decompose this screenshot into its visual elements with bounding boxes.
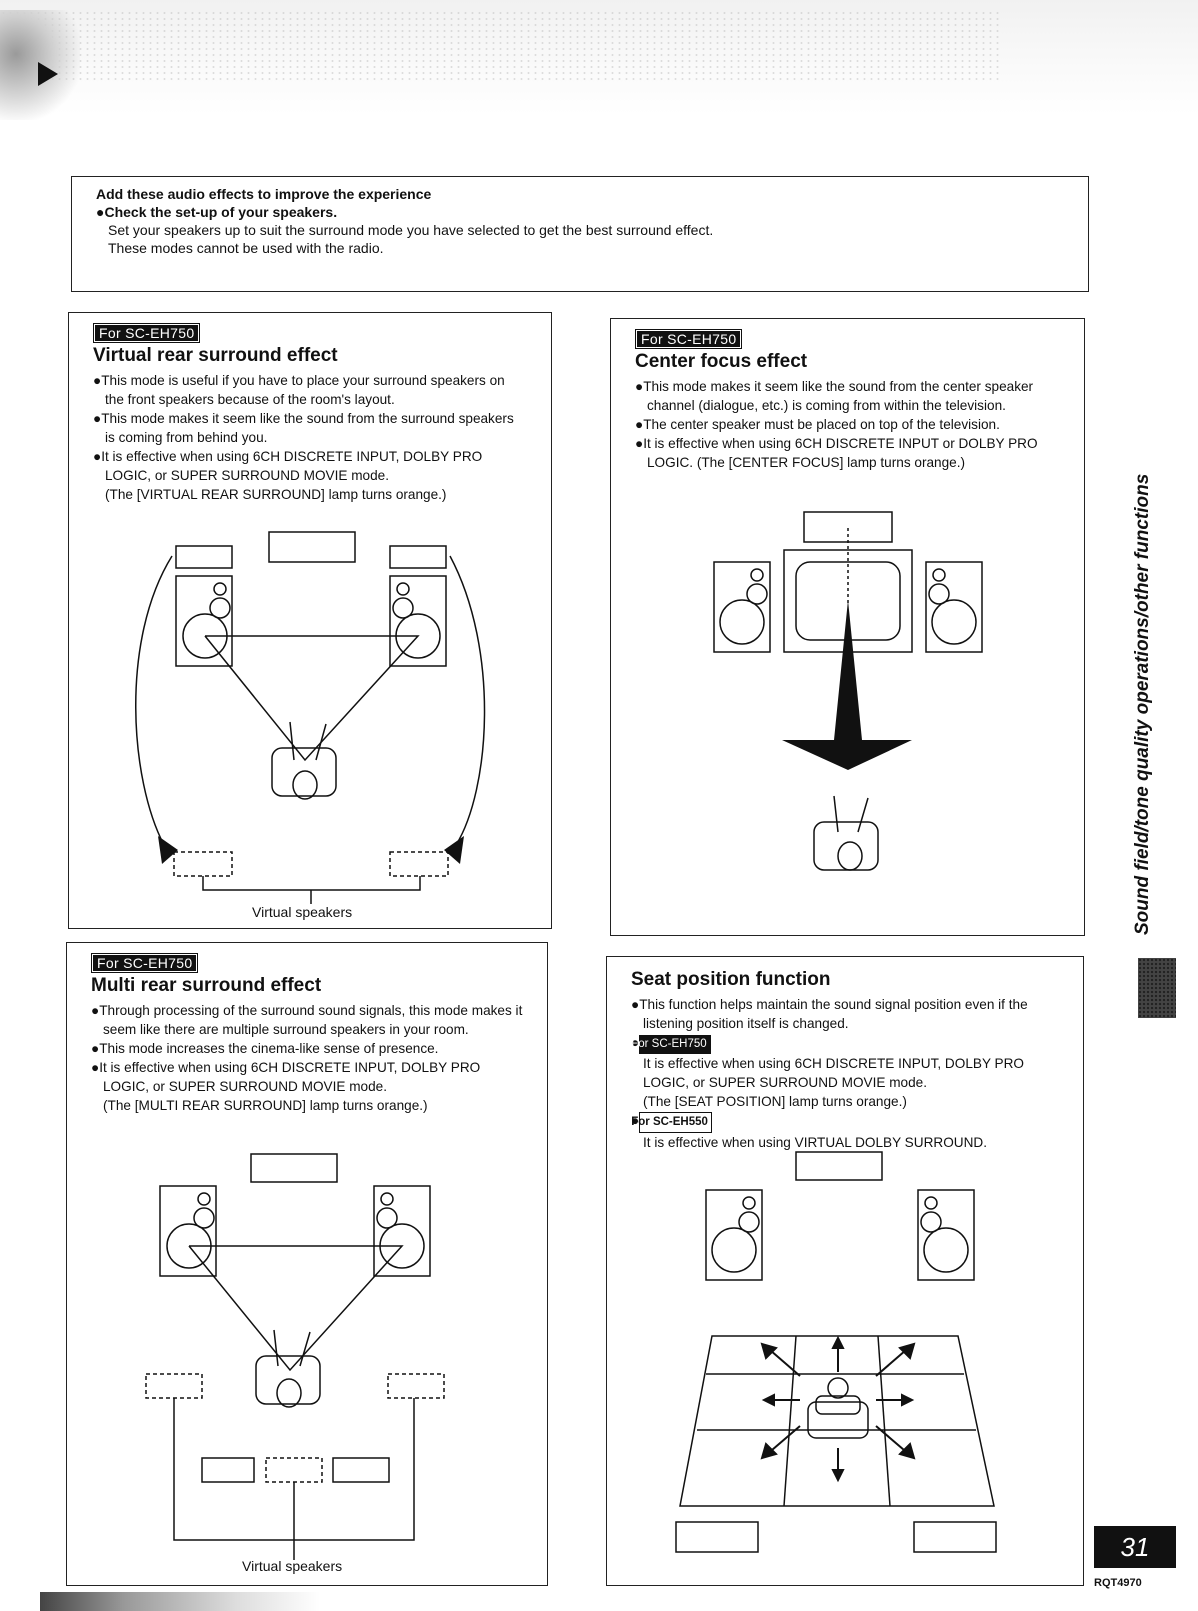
virtual-speakers-caption: Virtual speakers bbox=[252, 904, 353, 920]
bullet-mark: ● bbox=[631, 1113, 640, 1128]
page-number: 31 bbox=[1094, 1526, 1176, 1568]
intro-line-2: These modes cannot be used with the radi… bbox=[108, 240, 384, 256]
text-750-2: (The [SEAT POSITION] lamp turns orange.) bbox=[643, 1094, 907, 1109]
scan-shadow-bottom bbox=[40, 1592, 320, 1611]
corner-arrow-icon bbox=[38, 62, 58, 86]
bullet-2: ●This mode increases the cinema-like sen… bbox=[91, 1041, 439, 1056]
bullet-1: ●This mode makes it seem like the sound … bbox=[635, 379, 1034, 413]
intro-box: Add these audio effects to improve the e… bbox=[71, 176, 1089, 292]
intro-line-1: Set your speakers up to suit the surroun… bbox=[108, 222, 714, 238]
model-tag: For SC-EH750 bbox=[635, 329, 743, 349]
panel-seat-position: Seat position function ●This function he… bbox=[606, 956, 1084, 1586]
text-550: It is effective when using VIRTUAL DOLBY… bbox=[643, 1135, 987, 1150]
model-tag-750: For SC-EH750 bbox=[631, 1035, 711, 1054]
panel-title: Virtual rear surround effect bbox=[93, 345, 338, 366]
bullet-3: ●It is effective when using 6CH DISCRETE… bbox=[91, 1060, 481, 1094]
bullet-2: ●The center speaker must be placed on to… bbox=[635, 417, 1000, 432]
intro-heading: Add these audio effects to improve the e… bbox=[96, 186, 432, 202]
bullet-750: ●For SC-EH750 bbox=[631, 1033, 1059, 1054]
lamp-note: (The [VIRTUAL REAR SURROUND] lamp turns … bbox=[105, 487, 447, 502]
panel-center-focus: For SC-EH750 Center focus effect ●This m… bbox=[610, 318, 1085, 936]
bullet-1: ●This function helps maintain the sound … bbox=[631, 997, 1028, 1031]
bullet-mark: ● bbox=[631, 1035, 639, 1050]
document-code: RQT4970 bbox=[1094, 1577, 1142, 1589]
intro-check: ●Check the set-up of your speakers. bbox=[96, 204, 338, 220]
bullet-1: ●This mode is useful if you have to plac… bbox=[93, 373, 505, 407]
panel-title: Seat position function bbox=[631, 969, 831, 990]
lamp-note: (The [MULTI REAR SURROUND] lamp turns or… bbox=[103, 1098, 428, 1113]
bullet-550: ●For SC-EH550 bbox=[631, 1111, 1059, 1133]
model-tag: For SC-EH750 bbox=[91, 953, 199, 973]
bullet-2: ●This mode makes it seem like the sound … bbox=[93, 411, 514, 445]
model-tag: For SC-EH750 bbox=[93, 323, 201, 343]
panel-multi-rear: For SC-EH750 Multi rear surround effect … bbox=[66, 942, 548, 1586]
panel-title: Multi rear surround effect bbox=[91, 975, 322, 996]
bullet-3: ●It is effective when using 6CH DISCRETE… bbox=[93, 449, 483, 483]
panel-title: Center focus effect bbox=[635, 351, 808, 372]
side-section-label: Sound field/tone quality operations/othe… bbox=[1132, 473, 1153, 935]
bullet-1: ●Through processing of the surround soun… bbox=[91, 1003, 523, 1037]
bullet-3: ●It is effective when using 6CH DISCRETE… bbox=[635, 436, 1038, 470]
model-tag-550: For SC-EH550 bbox=[631, 1112, 712, 1133]
panel-virtual-rear: For SC-EH750 Virtual rear surround effec… bbox=[68, 312, 552, 929]
scan-noise bbox=[0, 10, 1000, 80]
virtual-speakers-caption: Virtual speakers bbox=[242, 1558, 343, 1574]
text-750-1: It is effective when using 6CH DISCRETE … bbox=[643, 1056, 1025, 1090]
side-tab-marker bbox=[1138, 958, 1176, 1018]
